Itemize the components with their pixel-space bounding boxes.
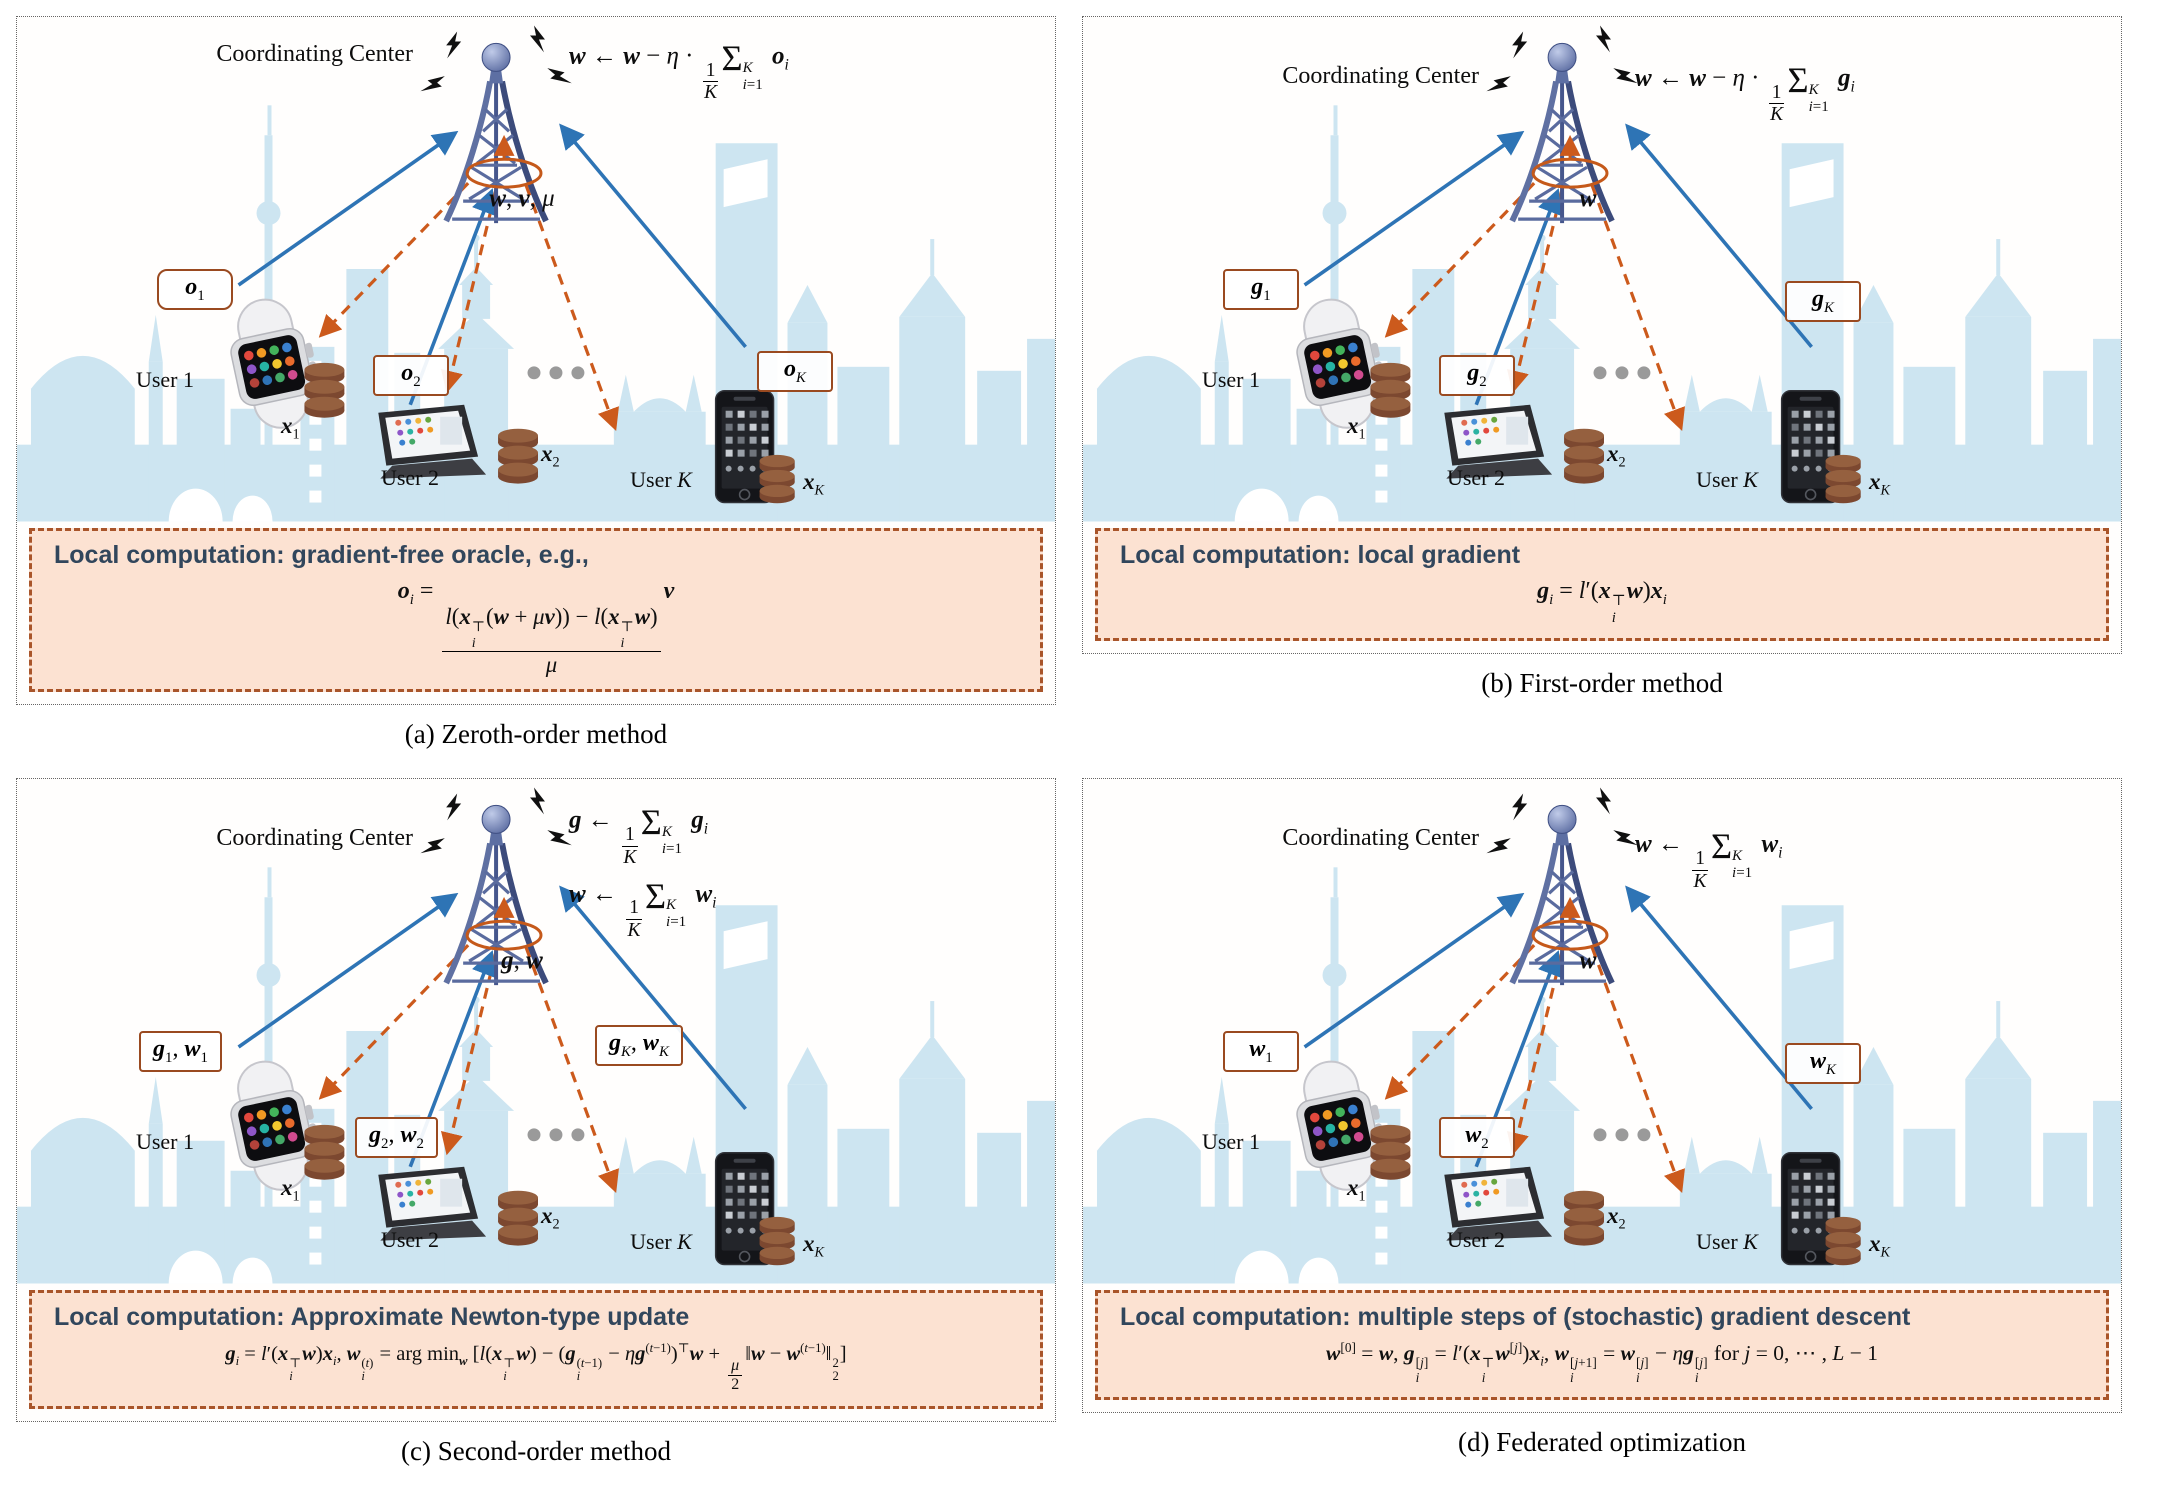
local-computation-title: Local computation: Approximate Newton-ty… <box>54 1303 690 1332</box>
user2-label: User 2 <box>380 465 440 490</box>
dataset-x2-label: x2 <box>1607 1203 1626 1233</box>
upload-label-userK: oK <box>757 351 833 392</box>
userK-label: User K <box>1696 467 1758 492</box>
upload-label-user2: g2, w2 <box>355 1117 438 1159</box>
dataset-x2-label: x2 <box>541 441 560 471</box>
broadcast-variables-label: w, v, μ <box>489 185 555 212</box>
dataset-xK-label: xK <box>1869 1231 1891 1261</box>
coordinating-center-label: Coordinating Center <box>1282 63 1479 89</box>
dataset-x1-label: x1 <box>1347 413 1366 443</box>
upload-label-userK: gK <box>1785 281 1861 322</box>
user1-label: User 1 <box>135 1129 195 1155</box>
upload-label-userK: wK <box>1785 1043 1861 1085</box>
coordinating-center-label: Coordinating Center <box>1282 825 1479 852</box>
local-computation-box: Local computation: gradient-free oracle,… <box>29 528 1043 693</box>
upload-label-user1: g1 <box>1223 269 1299 310</box>
userK-label: User K <box>630 1229 692 1255</box>
coordinating-center-label: Coordinating Center <box>216 41 413 67</box>
dataset-x1-label: x1 <box>281 413 300 443</box>
local-computation-box: Local computation: multiple steps of (st… <box>1095 1290 2109 1400</box>
local-computation-title: Local computation: local gradient <box>1120 541 1521 569</box>
user2-label: User 2 <box>1446 465 1506 490</box>
userK-label: User K <box>630 467 692 492</box>
upload-label-user2: g2 <box>1439 355 1515 396</box>
upload-label-user2: o2 <box>373 355 449 396</box>
upload-label-userK: gK, wK <box>595 1025 683 1067</box>
dataset-x2-label: x2 <box>1607 441 1626 471</box>
upload-label-user2: w2 <box>1439 1117 1515 1159</box>
dataset-x1-label: x1 <box>1347 1175 1366 1205</box>
userK-label: User K <box>1696 1229 1758 1255</box>
user1-label: User 1 <box>1201 367 1261 392</box>
dataset-x2-label: x2 <box>541 1203 560 1233</box>
user2-label: User 2 <box>1446 1227 1506 1253</box>
broadcast-variables-label: w <box>1579 185 1597 212</box>
upload-label-user1: o1 <box>157 269 233 310</box>
upload-label-user1: w1 <box>1223 1031 1299 1073</box>
subcaption-a: (a) Zeroth-order method <box>404 719 668 750</box>
local-computation-box: Local computation: local gradient gi = l… <box>1095 528 2109 641</box>
dataset-xK-label: xK <box>803 1231 825 1261</box>
local-computation-title: Local computation: gradient-free oracle,… <box>54 541 589 569</box>
local-computation-box: Local computation: Approximate Newton-ty… <box>29 1290 1043 1409</box>
user1-label: User 1 <box>135 367 195 392</box>
subcaption-b: (b) First-order method <box>1481 667 1723 698</box>
broadcast-variables-label: g, w <box>501 947 543 975</box>
dataset-xK-label: xK <box>1869 469 1891 499</box>
subcaption-d: (d) Federated optimization <box>1458 1426 1746 1457</box>
local-computation-title: Local computation: multiple steps of (st… <box>1120 1303 1911 1332</box>
dataset-xK-label: xK <box>803 469 825 499</box>
upload-label-user1: g1, w1 <box>139 1031 222 1073</box>
dataset-x1-label: x1 <box>281 1175 300 1205</box>
coordinating-center-label: Coordinating Center <box>216 825 413 852</box>
broadcast-variables-label: w <box>1579 947 1597 975</box>
user2-label: User 2 <box>380 1227 440 1253</box>
user1-label: User 1 <box>1201 1129 1261 1155</box>
subcaption-c: (c) Second-order method <box>401 1435 671 1466</box>
